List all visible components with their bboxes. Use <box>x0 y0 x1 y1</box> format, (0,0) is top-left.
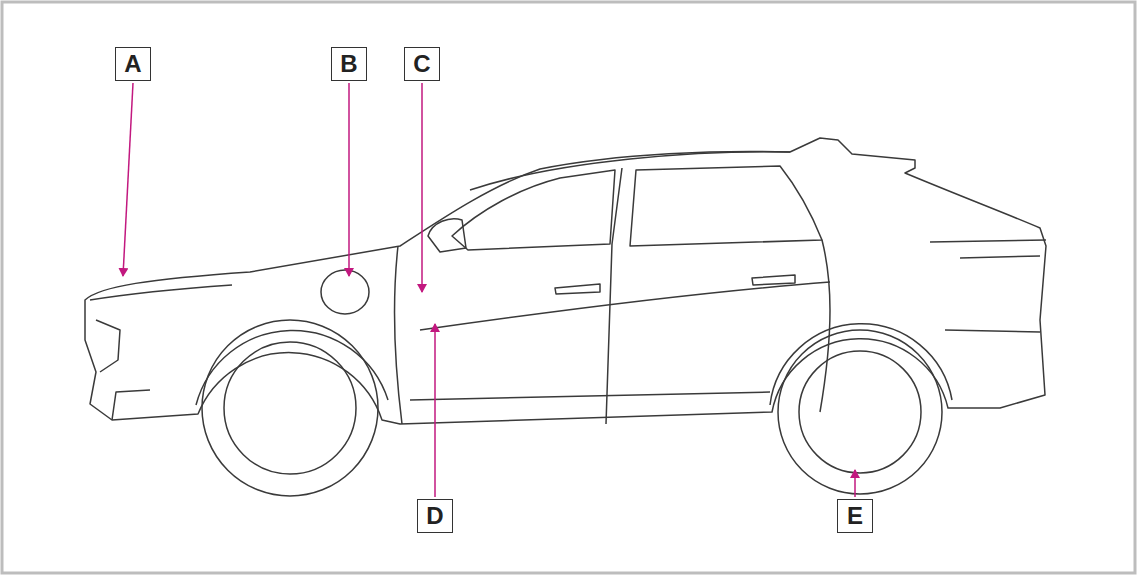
callout-letter: B <box>340 52 357 76</box>
callout-letter: E <box>847 504 863 528</box>
callout-letter: C <box>413 52 430 76</box>
callout-box: D <box>417 499 453 533</box>
callout-box: E <box>837 499 873 533</box>
callout-box: A <box>115 47 151 81</box>
callout-letter: A <box>124 52 141 76</box>
callout-letter: D <box>426 504 443 528</box>
callout-box: B <box>331 47 367 81</box>
callout-box: C <box>404 47 440 81</box>
